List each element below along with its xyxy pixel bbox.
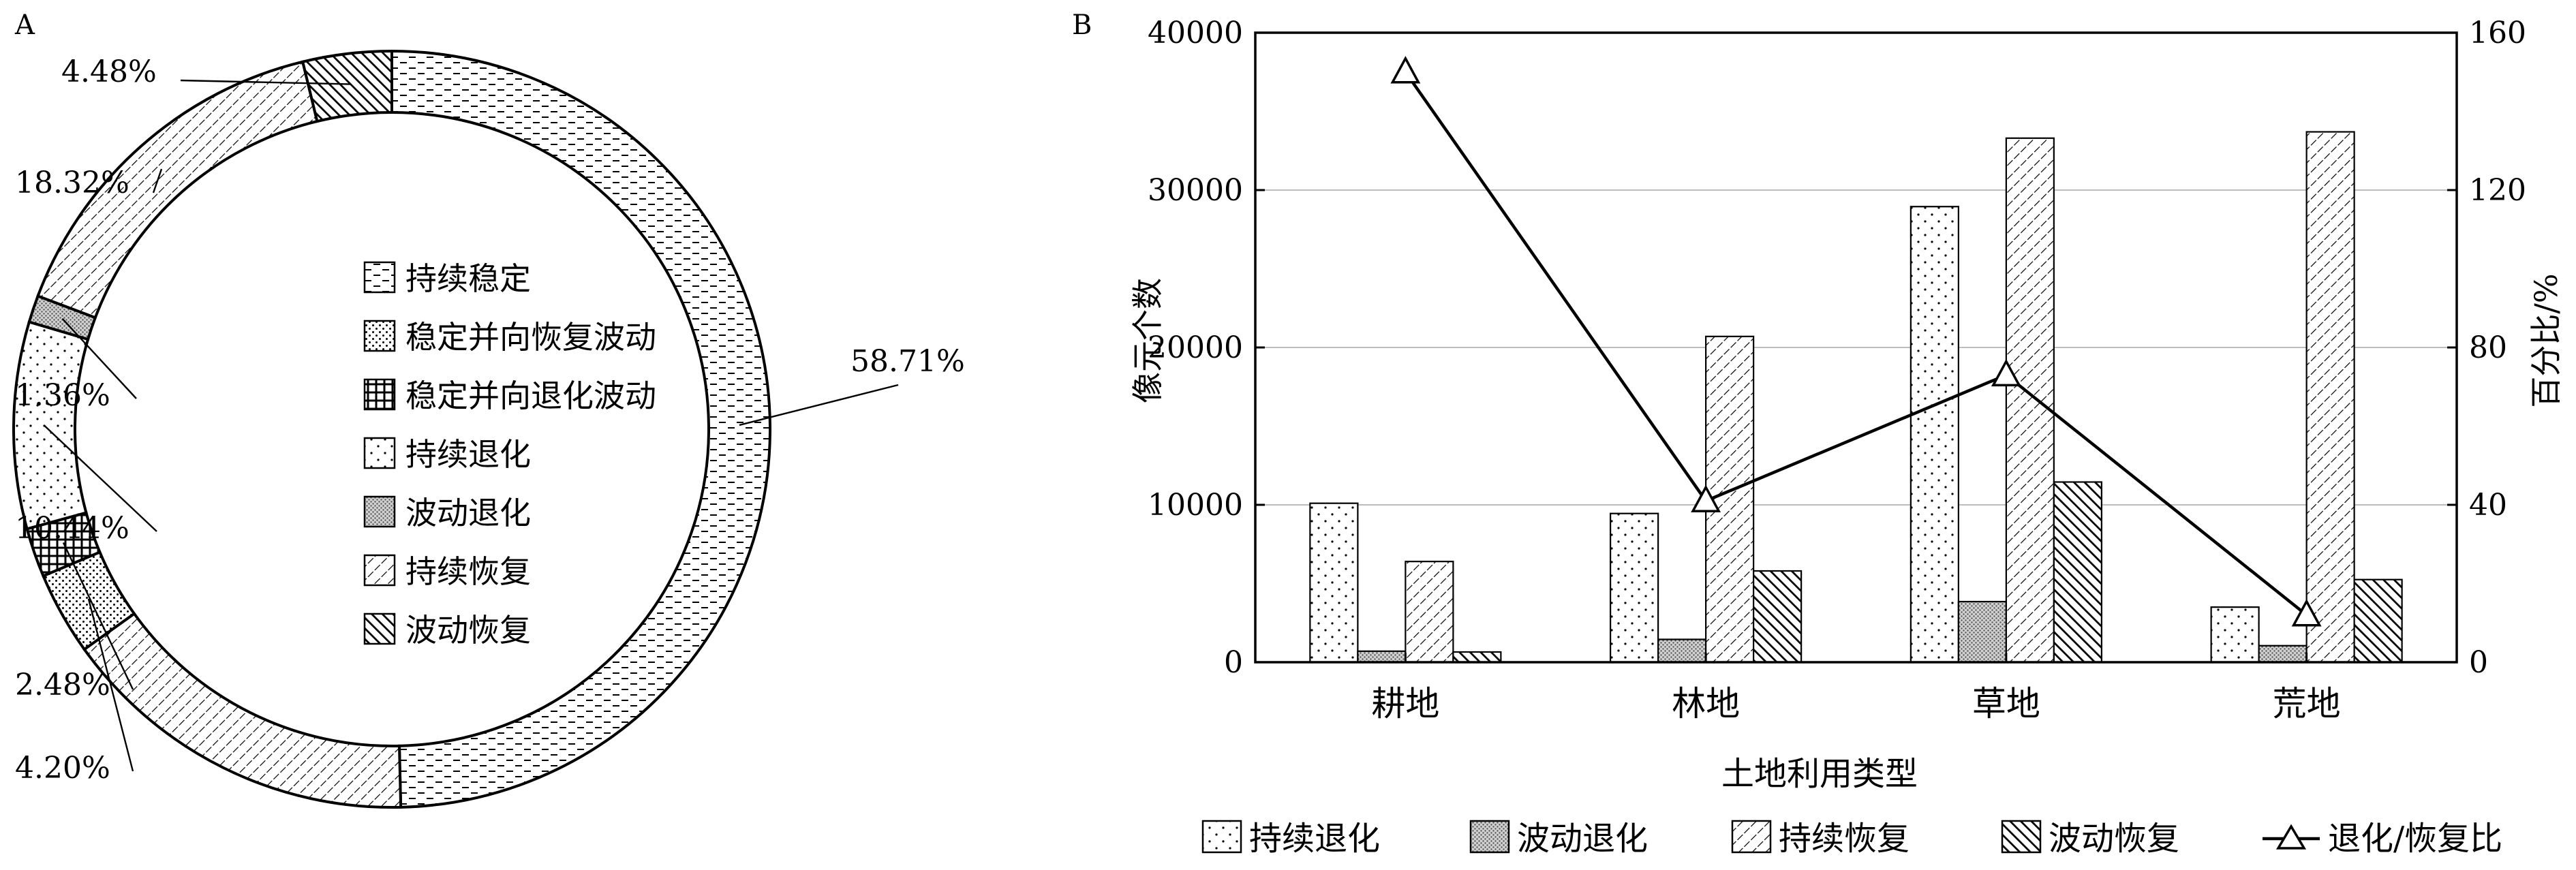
x-axis-label: 土地利用类型 (1721, 755, 1918, 793)
legend-swatch (363, 378, 396, 411)
label-leader-line (44, 424, 157, 532)
legend-swatch (363, 261, 396, 294)
bar (2258, 644, 2307, 664)
legend-label: 退化/恢复比 (2328, 820, 2502, 858)
bar (1910, 206, 1959, 664)
percent-label: 4.20% (15, 751, 110, 786)
ratio-marker (1991, 358, 2021, 387)
y2-axis-label: 百分比/% (2528, 273, 2564, 407)
donut-slice (301, 49, 393, 123)
legend-swatch (363, 437, 396, 469)
bar (1610, 512, 1659, 664)
bar (1405, 561, 1454, 664)
bar (2305, 131, 2355, 664)
y2-tick-label: 160 (2469, 16, 2526, 50)
bar (1357, 650, 1407, 664)
legend-label: 波动退化 (405, 495, 531, 531)
percent-label: 58.71% (850, 344, 965, 379)
label-leader-line (61, 317, 137, 399)
label-leader-line (87, 598, 134, 772)
percent-label: 18.32% (15, 166, 129, 200)
donut-slice (12, 320, 90, 531)
label-leader-line (62, 542, 134, 690)
ratio-line (1390, 56, 2322, 627)
legend-swatch (363, 554, 396, 587)
donut-slice (390, 49, 771, 809)
percent-label: 10.44% (15, 511, 129, 546)
bar (2353, 578, 2403, 664)
panel-a-label: A (14, 10, 35, 41)
donut-slice (82, 611, 403, 809)
legend-swatch (1201, 820, 1242, 854)
donut-chart-panel: A 58.71% 4.20% 2.48% 10.44% 1.36% 18.32% 4.48%… (12, 10, 965, 809)
percent-label: 2.48% (15, 668, 110, 702)
gridlines (1255, 32, 2457, 506)
bar (2053, 481, 2102, 664)
y-tick-label: 20000 (1148, 330, 1243, 365)
y2-tick-label: 40 (2469, 488, 2507, 523)
legend-label: 持续恢复 (1779, 820, 1910, 858)
legend-label: 稳定并向恢复波动 (405, 319, 656, 356)
bar (2005, 137, 2055, 664)
y-tick-label: 10000 (1148, 488, 1243, 523)
bar (1753, 570, 1803, 664)
x-tick-label: 荒地 (2273, 684, 2341, 724)
legend-marker (2275, 824, 2307, 850)
ratio-marker (2291, 599, 2322, 627)
y-tick-label: 0 (1224, 645, 1243, 680)
panel-b-label: B (1072, 10, 1092, 41)
bar (1452, 651, 1502, 664)
ratio-polyline (1404, 71, 2308, 617)
y2-tick-label: 0 (2469, 645, 2488, 680)
x-tick-label: 耕地 (1371, 684, 1439, 724)
bar (1309, 502, 1359, 664)
axes: 0 10000 20000 30000 40000 0 40 80 120 160 耕地 林地 草地 荒地 (1148, 16, 2526, 724)
y-axis-label: 像元个数 (1129, 278, 1166, 403)
legend-label: 持续退化 (405, 436, 531, 473)
legend-label: 持续稳定 (405, 260, 531, 297)
legend-label: 波动恢复 (405, 612, 531, 649)
x-tick-label: 草地 (1972, 684, 2040, 724)
label-leader-line (739, 384, 899, 426)
legend-label: 持续退化 (1249, 820, 1380, 858)
legend-swatch (363, 320, 396, 352)
bar (1957, 600, 2007, 664)
ratio-marker (1691, 484, 1721, 512)
label-leader-line (180, 79, 351, 85)
bar (1657, 638, 1707, 664)
bar-legend: 持续退化 波动退化 持续恢复 波动恢复 退化/恢复比 (1201, 820, 2502, 858)
bar (1705, 335, 1755, 664)
label-leader-line (152, 168, 163, 193)
y-tick-label: 40000 (1148, 16, 1243, 50)
donut-slices (12, 49, 771, 809)
y2-tick-label: 120 (2469, 173, 2526, 208)
percent-label: 4.48% (61, 55, 157, 89)
legend-label: 波动退化 (1517, 820, 1648, 858)
bar (2210, 606, 2260, 664)
y2-tick-label: 80 (2469, 330, 2507, 365)
legend-label: 波动恢复 (2049, 820, 2179, 858)
donut-labels: 58.71% 4.20% 2.48% 10.44% 1.36% 18.32% 4.48% (15, 55, 965, 786)
y-tick-label: 30000 (1148, 173, 1243, 208)
legend-swatch (363, 612, 396, 645)
bars (1309, 131, 2403, 664)
legend-label: 稳定并向退化波动 (405, 377, 656, 414)
percent-label: 1.36% (15, 378, 110, 413)
legend-label: 持续恢复 (405, 553, 531, 590)
legend-swatch (1469, 820, 1510, 854)
legend-swatch (2001, 820, 2042, 854)
legend-swatch (363, 495, 396, 528)
bar-chart-panel: B 0 10000 20000 30000 40000 0 40 80 120 160 耕地 林地 草地… (1072, 10, 2564, 858)
legend-swatch (1731, 820, 1772, 854)
ratio-marker (1390, 56, 1421, 84)
x-tick-label: 林地 (1672, 684, 1740, 724)
